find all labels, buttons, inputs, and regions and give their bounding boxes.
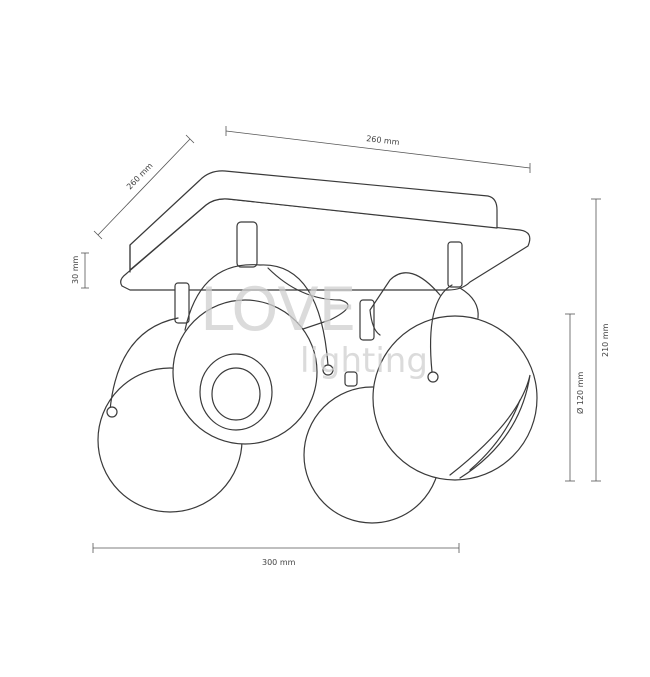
- arm: [267, 267, 349, 331]
- spotlight-front-right: [372, 241, 538, 481]
- diameter-label: Ø 120 mm: [575, 372, 585, 414]
- total-width-label: 300 mm: [262, 558, 296, 567]
- spotlight-front-left: [172, 221, 358, 445]
- watermark-logo-sub: lighting: [300, 341, 428, 381]
- ceiling-plate: [120, 170, 531, 291]
- dimension-lines: [81, 126, 601, 553]
- depth-label: 260 mm: [125, 161, 155, 191]
- arm: [369, 272, 441, 336]
- plate-height-label: 30 mm: [71, 255, 80, 284]
- width-top-label: 260 mm: [366, 134, 400, 147]
- total-height-label: 210 mm: [601, 323, 610, 357]
- width-top-line: [225, 130, 531, 169]
- watermark-logo: LOVE: [200, 275, 356, 345]
- depth-line: [97, 138, 191, 236]
